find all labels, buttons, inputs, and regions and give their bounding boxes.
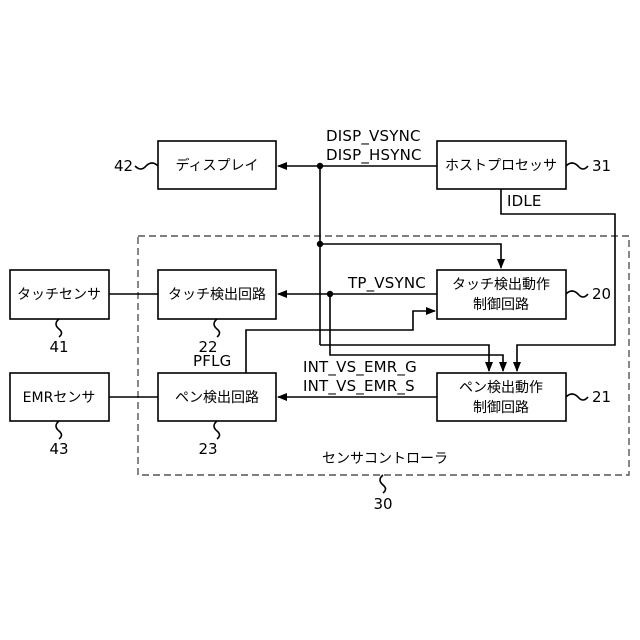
idle-label: IDLE: [507, 192, 542, 210]
touch-sensor-label: タッチセンサ: [17, 287, 101, 303]
touch-control-block: タッチ検出動作 制御回路: [437, 270, 566, 319]
ref-30: 30: [373, 495, 392, 513]
host-processor-label: ホストプロセッサ: [445, 158, 557, 174]
pen-control-label-1: ペン検出動作: [459, 380, 543, 396]
ref-42: 42: [114, 157, 133, 175]
trunk-to-touch-ctrl-wire: [320, 244, 501, 268]
display-label: ディスプレイ: [175, 157, 258, 174]
touch-detect-block: タッチ検出回路: [158, 270, 276, 319]
tp-vsync-label: TP_VSYNC: [347, 274, 426, 293]
pen-detect-block: ペン検出回路: [158, 373, 276, 421]
ref-22: 22: [198, 338, 217, 356]
emr-sensor-label: EMRセンサ: [23, 390, 96, 406]
ref-31-leader: [566, 163, 588, 169]
pen-control-label-2: 制御回路: [473, 400, 529, 416]
ref-23-leader: [214, 421, 220, 439]
ref-21: 21: [592, 388, 611, 406]
disp-vsync-label: DISP_VSYNC: [326, 127, 421, 146]
touch-sensor-block: タッチセンサ: [10, 270, 109, 319]
int-g-label: INT_VS_EMR_G: [303, 358, 417, 377]
ref-20-leader: [566, 291, 588, 297]
emr-sensor-block: EMRセンサ: [10, 373, 109, 421]
ref-21-leader: [566, 394, 588, 400]
int-s-label: INT_VS_EMR_S: [303, 377, 415, 396]
ref-20: 20: [592, 285, 611, 303]
ref-23: 23: [198, 440, 217, 458]
ref-30-leader: [380, 475, 386, 493]
touch-control-label-2: 制御回路: [473, 297, 529, 313]
ref-43-leader: [56, 421, 62, 439]
ref-42-leader: [135, 163, 158, 169]
pen-detect-label: ペン検出回路: [175, 390, 259, 406]
disp-hsync-label: DISP_HSYNC: [326, 146, 422, 165]
ref-22-leader: [214, 319, 220, 337]
display-block: ディスプレイ: [158, 141, 276, 189]
pen-control-block: ペン検出動作 制御回路: [437, 373, 566, 421]
sensor-controller-label: センサコントローラ: [322, 451, 448, 467]
touch-detect-label: タッチ検出回路: [168, 287, 266, 303]
ref-41-leader: [56, 319, 62, 337]
ref-31: 31: [592, 157, 611, 175]
host-processor-block: ホストプロセッサ: [437, 141, 566, 189]
touch-control-label-1: タッチ検出動作: [452, 277, 550, 293]
ref-43: 43: [49, 440, 68, 458]
ref-41: 41: [49, 338, 68, 356]
